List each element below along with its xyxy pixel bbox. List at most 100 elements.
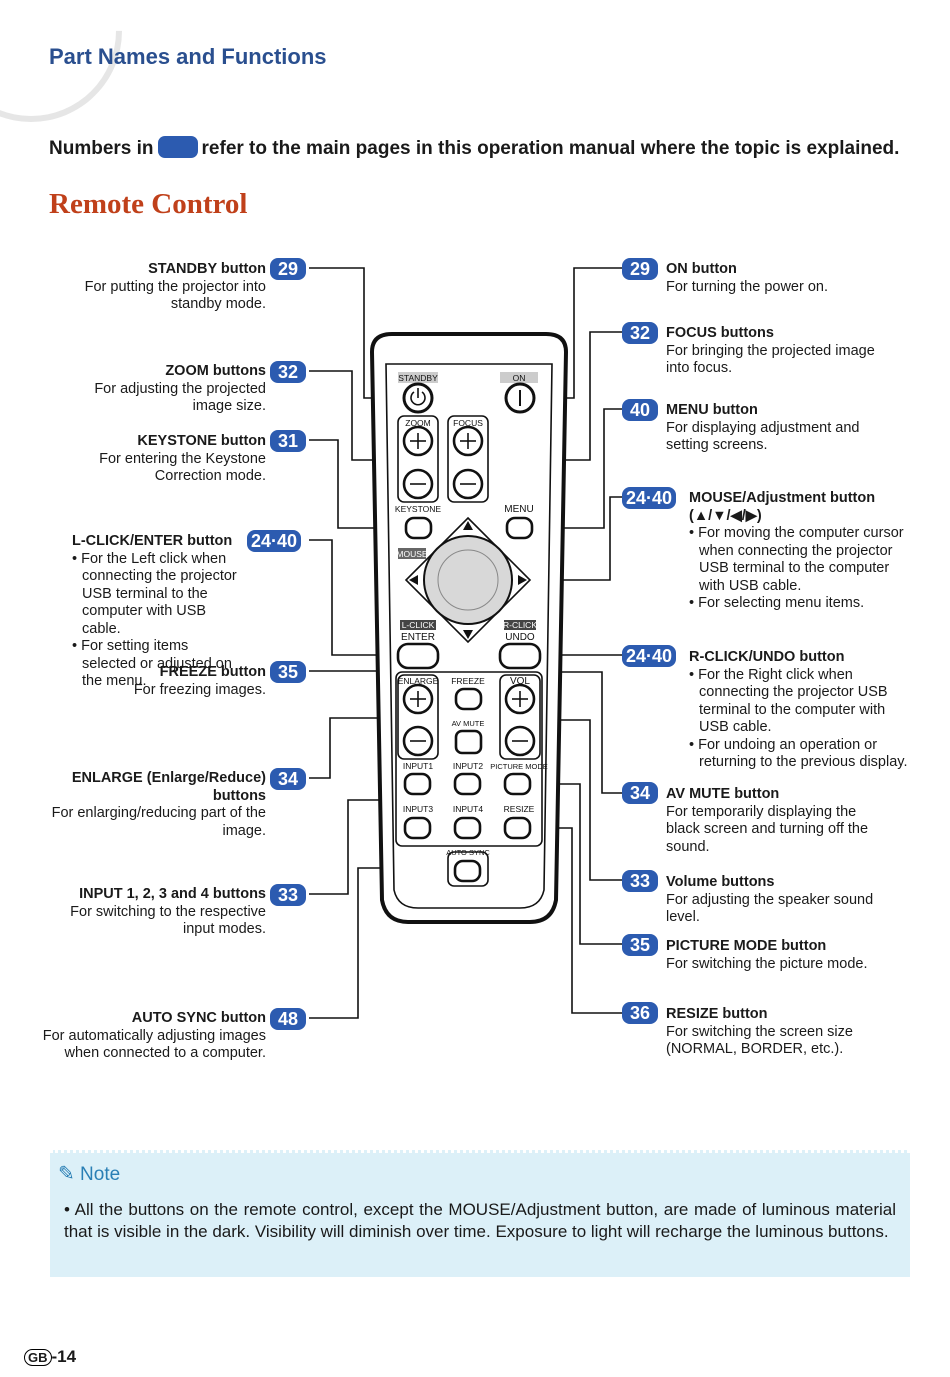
page-badge-avmute: 34: [622, 782, 658, 804]
page-badge-input: 33: [270, 884, 306, 906]
remote-label-avmute: AV MUTE: [452, 719, 485, 728]
note-heading-text: Note: [80, 1164, 121, 1185]
desc-resize: For switching the screen size (NORMAL, B…: [666, 1023, 853, 1058]
note-text: • All the buttons on the remote control,…: [64, 1200, 896, 1241]
bullet-mouse-1: • For moving the computer cursor when co…: [689, 525, 904, 594]
desc-freeze: For freezing images.: [133, 681, 266, 698]
bullet-mouse-2: • For selecting menu items.: [689, 595, 865, 611]
page-badge-standby: 29: [270, 258, 306, 280]
page-badge-freeze: 35: [270, 661, 306, 683]
remote-label-input4: INPUT4: [453, 804, 484, 814]
title-mouse: MOUSE/Adjustment button: [689, 490, 876, 506]
remote-label-resize: RESIZE: [504, 804, 535, 814]
page-badge-zoom: 32: [270, 361, 306, 383]
title-freeze: FREEZE button: [159, 664, 266, 680]
page-badge-volume: 33: [622, 870, 658, 892]
page-badge-autosync: 48: [270, 1008, 306, 1030]
label-rclick: R-CLICK/UNDO button • For the Right clic…: [689, 649, 911, 772]
desc-autosync: For automatically adjusting images when …: [42, 1027, 266, 1062]
remote-label-standby: STANDBY: [398, 373, 438, 383]
remote-label-input1: INPUT1: [403, 761, 434, 771]
label-mouse: MOUSE/Adjustment button(▲/▼/◀/▶) • For m…: [689, 490, 911, 613]
title-mouse-arrows: (▲/▼/◀/▶): [689, 507, 762, 524]
title-picture-mode: PICTURE MODE button: [666, 938, 827, 954]
bullet-lclick-1: • For the Left click when connecting the…: [72, 550, 237, 637]
title-autosync: AUTO SYNC button: [131, 1010, 266, 1026]
label-lclick: L-CLICK/ENTER button • For the Left clic…: [72, 533, 244, 691]
desc-menu: For displaying adjustment and setting sc…: [666, 419, 860, 454]
bullet-lclick-2: • For setting items selected or adjusted…: [72, 638, 232, 689]
note-box: [50, 1150, 910, 1277]
title-lclick: L-CLICK/ENTER button: [72, 533, 233, 549]
desc-focus: For bringing the projected image into fo…: [666, 342, 875, 377]
title-on: ON button: [666, 261, 737, 277]
remote-label-focus: FOCUS: [453, 418, 483, 428]
title-standby: STANDBY button: [148, 261, 266, 277]
remote-label-vol: VOL: [510, 676, 530, 687]
remote-label-zoom: ZOOM: [405, 418, 431, 428]
title-input: INPUT 1, 2, 3 and 4 buttons: [79, 886, 266, 902]
page-badge-sample: [157, 136, 198, 158]
remote-label-on: ON: [513, 373, 526, 383]
desc-volume: For adjusting the speaker sound level.: [666, 891, 874, 926]
title-resize: RESIZE button: [666, 1006, 768, 1022]
desc-input: For switching to the respective input mo…: [70, 903, 266, 938]
remote-label-mouse: MOUSE: [396, 549, 428, 559]
page-badge-resize: 36: [622, 1002, 658, 1024]
desc-zoom: For adjusting the projected image size.: [94, 380, 266, 415]
title-rclick: R-CLICK/UNDO button: [689, 649, 845, 665]
desc-picture-mode: For switching the picture mode.: [666, 955, 868, 972]
page-badge-rclick: 24·40: [622, 645, 677, 667]
page-number: -14: [51, 1347, 77, 1366]
title-zoom: ZOOM buttons: [165, 363, 266, 379]
pencil-icon: ✎: [58, 1163, 75, 1185]
remote-label-lclick: L-CLICK: [402, 620, 435, 630]
main-title: Remote Control: [49, 188, 248, 220]
remote-label-menu: MENU: [504, 504, 533, 515]
page-badge-enlarge: 34: [270, 768, 306, 790]
intro-line: Numbers in refer to the main pages in thi…: [49, 136, 899, 160]
desc-on: For turning the power on.: [666, 278, 829, 295]
remote-label-keystone: KEYSTONE: [395, 504, 441, 514]
remote-label-enter: ENTER: [401, 632, 435, 643]
page-badge-mouse: 24·40: [622, 487, 677, 509]
page-footer: GB-14: [24, 1347, 76, 1367]
intro-after: refer to the main pages in this operatio…: [201, 138, 900, 159]
title-avmute: AV MUTE button: [666, 786, 780, 802]
remote-label-auto-sync: AUTO SYNC: [446, 848, 490, 857]
desc-enlarge: For enlarging/reducing part of the image…: [51, 805, 266, 839]
title-enlarge: ENLARGE (Enlarge/Reduce) buttons: [71, 770, 266, 804]
page-badge-lclick: 24·40: [247, 530, 302, 552]
bullet-rclick-1: • For the Right click when connecting th…: [689, 666, 888, 736]
remote-label-rclick: R-CLICK: [503, 620, 537, 630]
remote-label-freeze: FREEZE: [451, 676, 485, 686]
page-badge-keystone: 31: [270, 430, 306, 452]
intro-before: Numbers in: [49, 138, 154, 159]
desc-standby: For putting the projector into standby m…: [84, 278, 266, 313]
region-badge: GB: [24, 1349, 52, 1366]
remote-label-enlarge: ENLARGE: [398, 676, 439, 686]
page-badge-on: 29: [622, 258, 658, 280]
desc-avmute: For temporarily displaying the black scr…: [666, 803, 869, 855]
title-menu: MENU button: [666, 402, 758, 418]
page-badge-picture-mode: 35: [622, 934, 658, 956]
note-heading: ✎ Note: [58, 1161, 120, 1186]
remote-label-input2: INPUT2: [453, 761, 484, 771]
title-keystone: KEYSTONE button: [137, 433, 266, 449]
remote-label-input3: INPUT3: [403, 804, 434, 814]
page-badge-focus: 32: [622, 322, 658, 344]
